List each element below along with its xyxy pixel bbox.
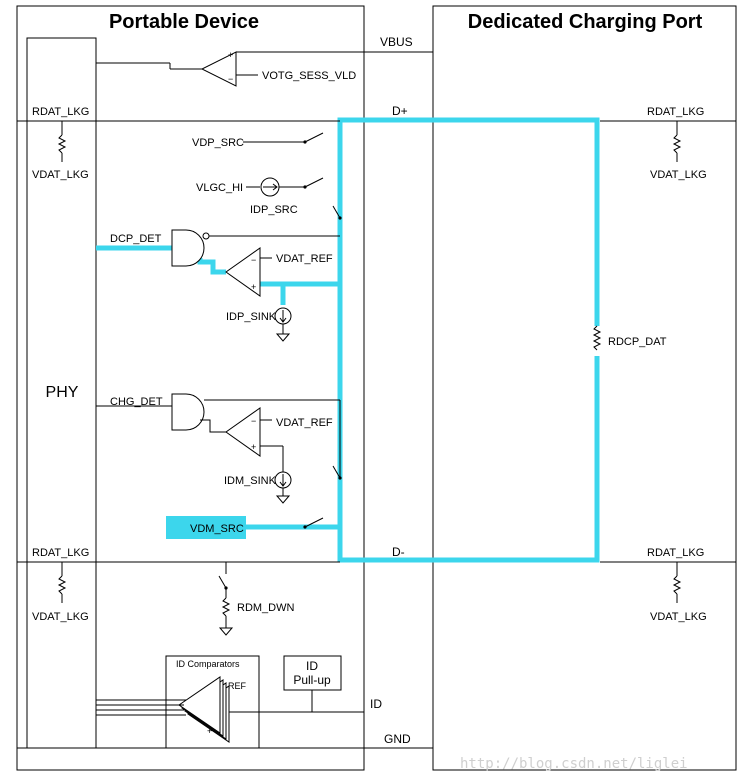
d-minus-line: D- [17,545,736,563]
svg-text:GND: GND [384,732,411,746]
svg-text:−: − [228,74,233,84]
phy-label: PHY [46,384,79,401]
portable-device-box [16,5,365,771]
rdat-lkg-right-bottom: RDAT_LKG VDAT_LKG [647,547,707,623]
svg-text:VDAT_REF: VDAT_REF [276,417,333,429]
id-comparators-block: ID Comparators + REF [96,655,364,749]
svg-text:VDAT_LKG: VDAT_LKG [650,169,707,181]
id-label: ID [370,697,382,711]
svg-text:VDP_SRC: VDP_SRC [192,137,244,149]
svg-text:−: − [251,416,256,426]
rdm-dwn-section: RDM_DWN [218,562,294,636]
portable-device-title: Portable Device [109,11,259,33]
svg-text:RDM_DWN: RDM_DWN [237,602,294,614]
idm-sink-section: IDM_SINK [224,471,292,504]
d-plus-line: D+ [17,104,736,122]
svg-text:+: + [251,282,256,292]
id-pullup-block: ID Pull-up [283,655,342,712]
svg-text:ID Comparators: ID Comparators [176,659,240,669]
rdcp-dat-resistor: RDCP_DAT [590,325,667,356]
svg-text:+: + [207,726,212,736]
svg-text:ID: ID [306,659,318,673]
rdat-lkg-left-top: RDAT_LKG VDAT_LKG [32,106,89,181]
vdm-src-branch: VDM_SRC [190,517,324,535]
svg-text:VDAT_LKG: VDAT_LKG [32,611,89,623]
charging-path-highlight [96,117,600,563]
chg-comparator [225,407,261,457]
svg-text:+: + [228,50,233,60]
vbus-label: VBUS [380,35,413,49]
svg-text:IDM_SINK: IDM_SINK [224,475,277,487]
svg-text:VDAT_LKG: VDAT_LKG [32,169,89,181]
vbus-section: VBUS + − VOTG_SESS_VLD [96,35,433,87]
svg-text:RDAT_LKG: RDAT_LKG [32,547,89,559]
dcp-comparator [225,247,261,297]
chg-det-and-gate [171,393,205,431]
svg-text:REF: REF [228,681,247,691]
idp-sink-section: IDP_SINK [226,307,292,342]
vbus-comparator [200,51,237,87]
dcp-det-section: DCP_DET − + VDAT_REF [110,229,340,297]
svg-text:RDAT_LKG: RDAT_LKG [32,106,89,118]
dcp-det-and-gate [171,229,205,267]
dedicated-charging-port-box [432,5,737,771]
vdm-src-label: VDM_SRC [190,523,244,535]
svg-text:IDP_SRC: IDP_SRC [250,204,298,216]
svg-text:RDAT_LKG: RDAT_LKG [647,106,704,118]
d-plus-label: D+ [392,104,408,118]
svg-text:VDAT_REF: VDAT_REF [276,253,333,265]
gnd-line: GND [17,732,433,749]
votg-sess-vld-label: VOTG_SESS_VLD [262,70,356,82]
svg-text:VLGC_HI: VLGC_HI [196,182,243,194]
watermark: http://blog.csdn.net/liglei [460,756,688,772]
svg-text:IDP_SINK: IDP_SINK [226,311,277,323]
dedicated-charging-port-title: Dedicated Charging Port [468,11,703,33]
chg-det-section: CHG_DET − + VDAT_REF [96,393,341,478]
svg-text:−: − [251,255,256,265]
vlgc-hi-branch: VLGC_HI IDP_SRC [196,177,324,216]
dcp-det-label: DCP_DET [110,233,162,245]
d-minus-label: D- [392,545,405,559]
svg-text:RDAT_LKG: RDAT_LKG [647,547,704,559]
chg-det-label: CHG_DET [110,396,163,408]
svg-text:RDCP_DAT: RDCP_DAT [608,336,667,348]
vdp-src-branch: VDP_SRC [192,132,324,149]
vdm-src-highlight-box [166,516,246,539]
svg-text:VDAT_LKG: VDAT_LKG [650,611,707,623]
rdat-lkg-left-bottom: RDAT_LKG VDAT_LKG [32,547,89,623]
svg-text:+: + [251,442,256,452]
rdat-lkg-right-top: RDAT_LKG VDAT_LKG [647,106,707,181]
svg-text:Pull-up: Pull-up [293,673,331,687]
